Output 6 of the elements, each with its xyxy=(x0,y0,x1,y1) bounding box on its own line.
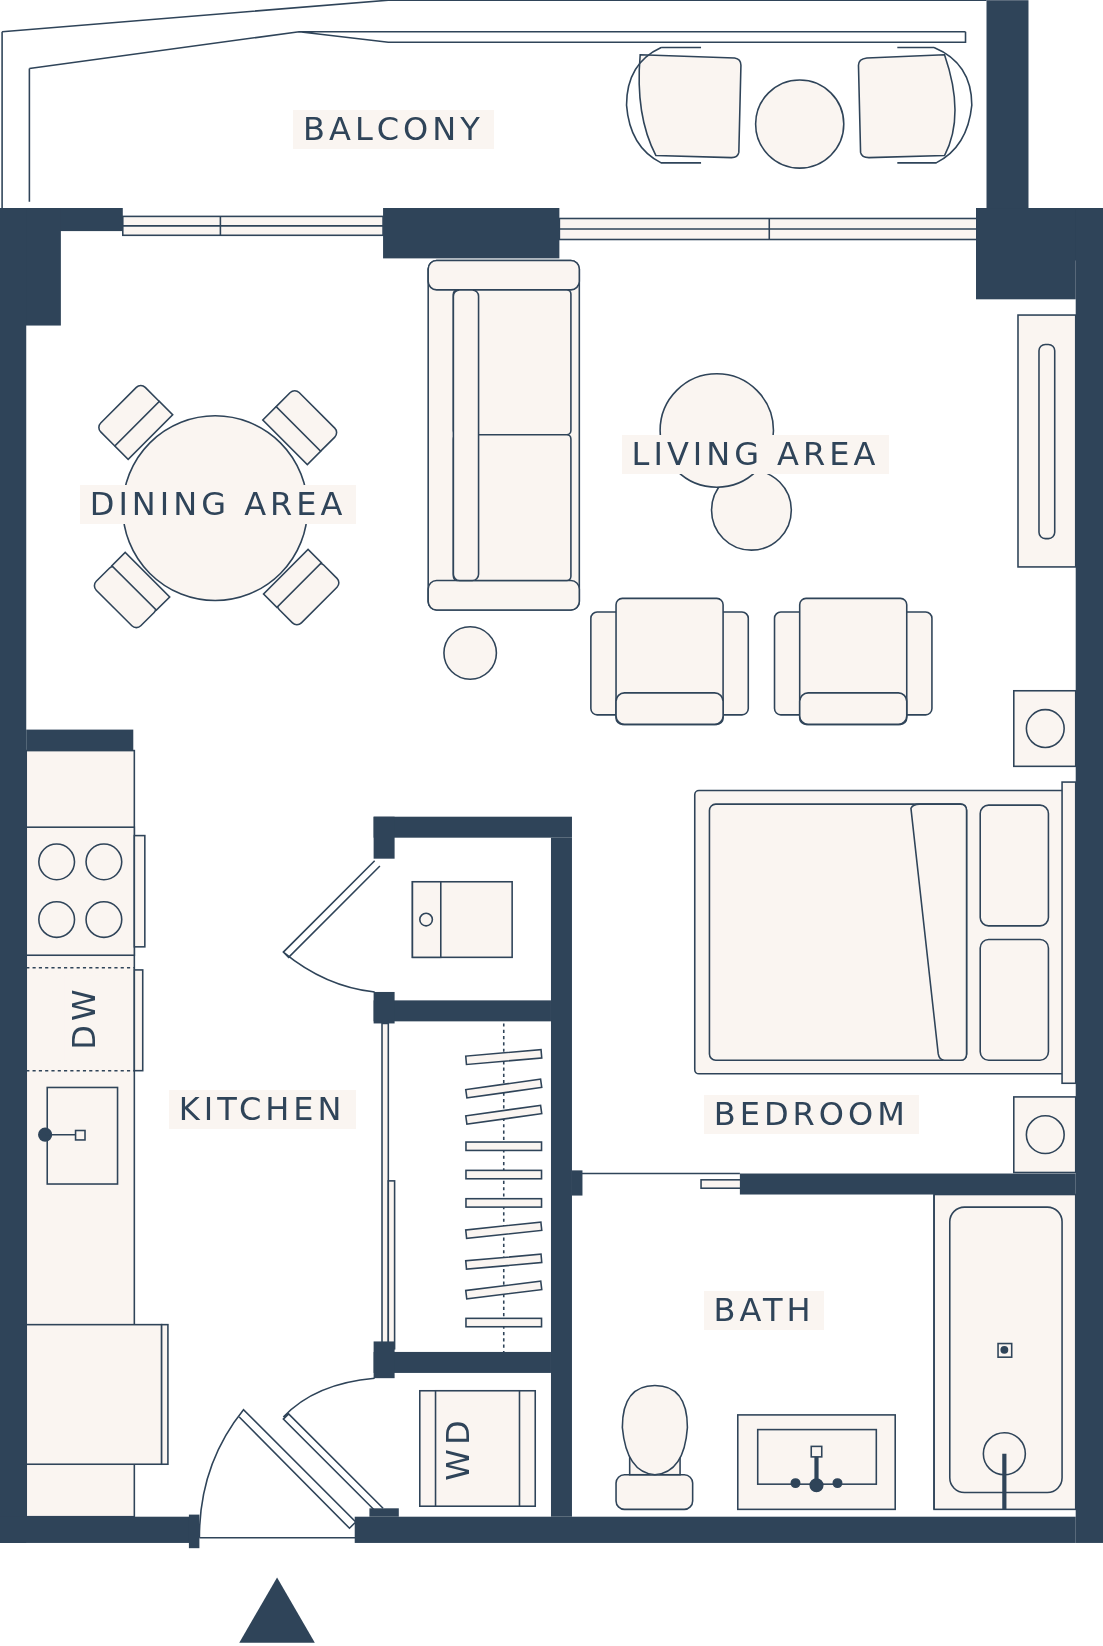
room-label: BEDROOM xyxy=(703,1095,919,1135)
room-label: KITCHEN xyxy=(168,1089,356,1129)
room-label: BALCONY xyxy=(293,109,494,149)
room-label: DINING AREA xyxy=(79,485,357,525)
room-label: LIVING AREA xyxy=(621,434,890,475)
room-label: BATH xyxy=(703,1291,825,1331)
